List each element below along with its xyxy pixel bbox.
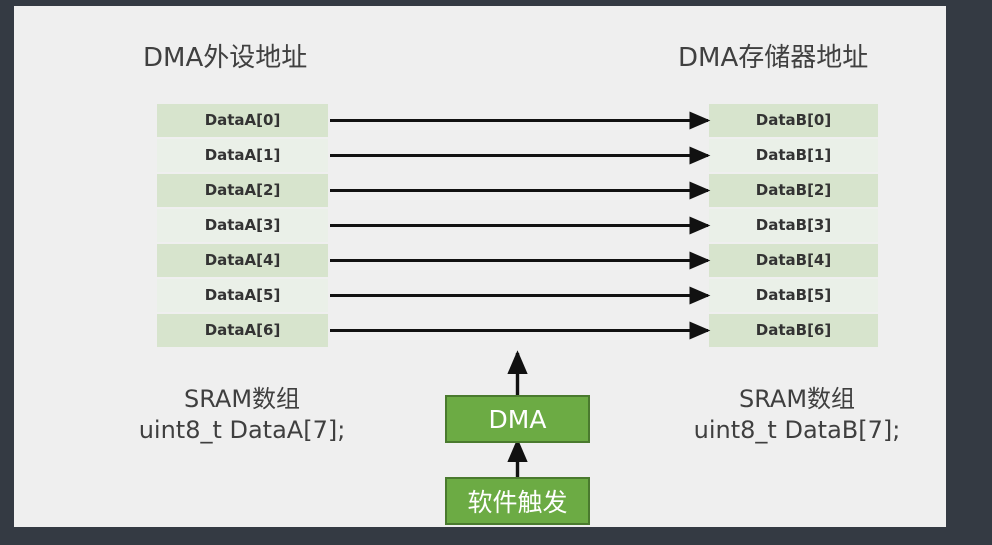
dest-memory-column: DataB[0] DataB[1] DataB[2] DataB[3] Data… <box>709 104 878 349</box>
source-cell: DataA[3] <box>157 209 328 242</box>
dest-cell: DataB[4] <box>709 244 878 277</box>
source-cell: DataA[4] <box>157 244 328 277</box>
dest-array-caption: SRAM数组 uint8_t DataB[7]; <box>668 384 926 445</box>
source-array-caption: SRAM数组 uint8_t DataA[7]; <box>117 384 367 445</box>
software-trigger-box-label: 软件触发 <box>467 488 568 517</box>
source-cell: DataA[5] <box>157 279 328 312</box>
right-column-title: DMA存储器地址 <box>678 43 869 73</box>
source-cell: DataA[6] <box>157 314 328 347</box>
source-cell: DataA[0] <box>157 104 328 137</box>
dma-box-label: DMA <box>488 404 547 434</box>
software-trigger-box: 软件触发 <box>445 477 590 525</box>
dest-cell: DataB[3] <box>709 209 878 242</box>
horizontal-transfer-arrows <box>330 111 711 340</box>
dest-cell: DataB[2] <box>709 174 878 207</box>
source-cell: DataA[2] <box>157 174 328 207</box>
dest-cell: DataB[1] <box>709 139 878 172</box>
dest-cell: DataB[5] <box>709 279 878 312</box>
source-memory-column: DataA[0] DataA[1] DataA[2] DataA[3] Data… <box>157 104 328 349</box>
dest-array-caption-line2: uint8_t DataB[7]; <box>693 415 901 444</box>
diagram-canvas: DMA外设地址 DMA存储器地址 DataA[0] DataA[1] DataA… <box>14 6 946 527</box>
dest-cell: DataB[0] <box>709 104 878 137</box>
dest-cell: DataB[6] <box>709 314 878 347</box>
left-column-title: DMA外设地址 <box>143 43 308 73</box>
source-cell: DataA[1] <box>157 139 328 172</box>
source-array-caption-line2: uint8_t DataA[7]; <box>138 415 346 444</box>
dest-array-caption-line1: SRAM数组 <box>738 385 856 413</box>
dma-box: DMA <box>445 395 590 443</box>
source-array-caption-line1: SRAM数组 <box>183 385 301 413</box>
